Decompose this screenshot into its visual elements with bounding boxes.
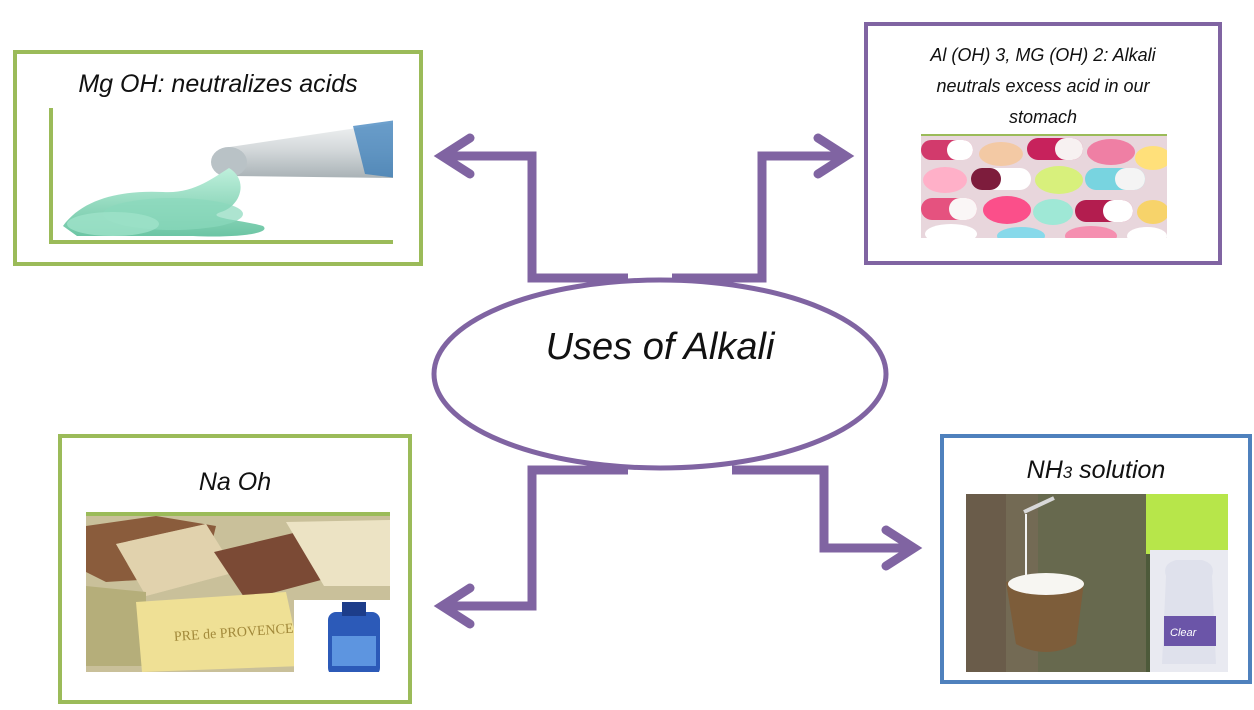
title-line-3: stomach — [868, 102, 1218, 133]
box-al-mg-oh: Al (OH) 3, MG (OH) 2: Alkali neutrals ex… — [864, 22, 1222, 265]
title-sub-3: 3 — [1063, 463, 1072, 482]
box-nh3-title: NH3 solution — [944, 456, 1248, 485]
box-mg-oh-title: Mg OH: neutralizes acids — [17, 70, 419, 99]
box-al-mg-oh-title: Al (OH) 3, MG (OH) 2: Alkali neutrals ex… — [868, 40, 1218, 133]
rubber-latex-image: Clear — [966, 494, 1228, 672]
pills-image — [921, 134, 1167, 238]
center-label: Uses of Alkali — [430, 326, 890, 369]
toothpaste-image — [49, 108, 393, 244]
title-solution: solution — [1072, 456, 1165, 484]
soap-image: PRE de PROVENCE — [86, 512, 390, 672]
box-nh3: NH3 solution Clear — [940, 434, 1252, 684]
title-line-2: neutrals excess acid in our — [868, 71, 1218, 102]
box-na-oh-title: Na Oh — [62, 468, 408, 497]
title-nh: NH — [1027, 456, 1063, 484]
title-line-1: Al (OH) 3, MG (OH) 2: Alkali — [868, 40, 1218, 71]
box-na-oh: Na Oh PRE de PROVENCE — [58, 434, 412, 704]
center-ellipse — [434, 280, 886, 468]
arrow-bottom-right — [732, 470, 914, 548]
box-mg-oh: Mg OH: neutralizes acids — [13, 50, 423, 266]
svg-text:Clear: Clear — [1170, 627, 1198, 639]
